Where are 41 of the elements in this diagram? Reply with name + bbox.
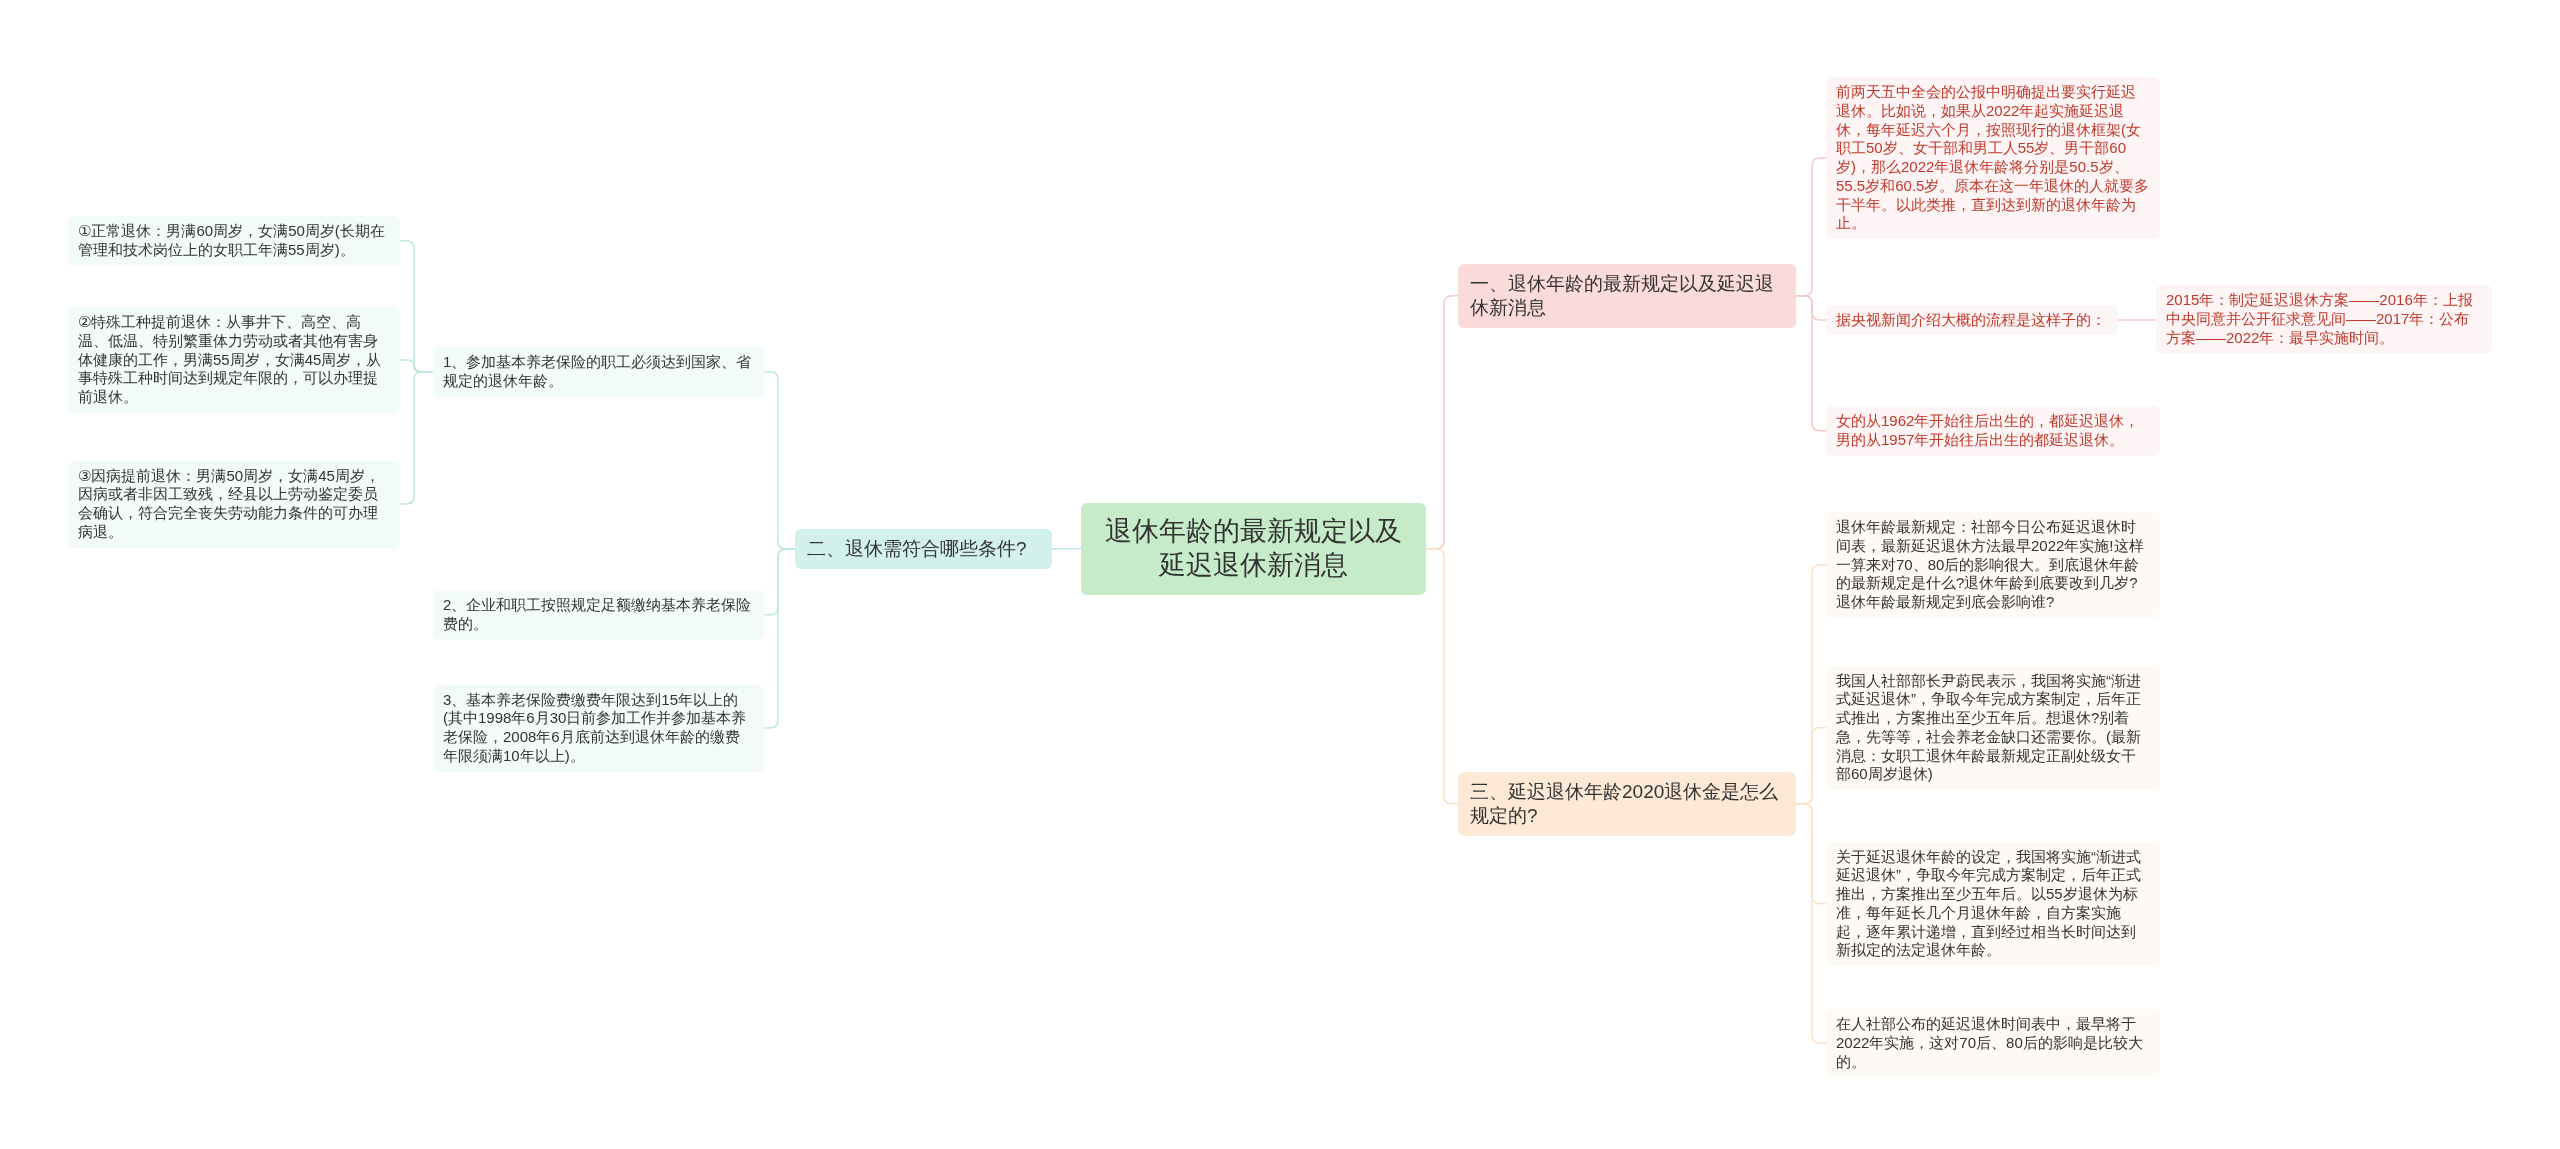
subtopic-text: 关于延迟退休年龄的设定，我国将实施“渐进式延迟退休”，争取今年完成方案制定，后年正式推出，方案推出至少五年后。以55岁退休为标准，每年延长几个月退休年龄，自方案实施起，逐年累计递增，直到经过相当长时间达到新拟定的法定退休年龄。	[1836, 847, 2142, 960]
subtopic-text: 据央视新闻介绍大概的流程是这样子的：	[1836, 310, 2107, 330]
subtopic-box	[1826, 406, 2160, 456]
branch-topic-box	[1458, 264, 1796, 328]
connector-line	[1051, 548, 1082, 550]
subtopic-text: 2、企业和职工按照规定足额缴纳基本养老保险费的。	[443, 596, 753, 634]
subtopic-text: 2015年：制定延迟退休方案——2016年：上报中央同意并公开征求意见间——2017年：公布方案——2022年：最早实施时间。	[2166, 291, 2474, 348]
subtopic-box	[433, 590, 764, 640]
subtopic-box	[1826, 1009, 2160, 1078]
subtopic-box	[433, 347, 764, 397]
subtopic-text: 在人社部公布的延迟退休时间表中，最早将于2022年实施，这对70后、80后的影响是比较大的。	[1836, 1015, 2144, 1072]
subtopic-box	[1826, 304, 2118, 336]
subtopic-text: 1、参加基本养老保险的职工必须达到国家、省规定的退休年龄。	[443, 353, 753, 391]
subtopic-text: ③因病提前退休：男满50周岁，女满45周岁，因病或者非因工致残，经县以上劳动鉴定委员会确认，符合完全丧失劳动能力条件的可办理病退。	[78, 466, 381, 542]
subtopic-box	[1826, 841, 2160, 966]
subtopic-text: 女的从1962年开始往后出生的，都延迟退休，男的从1957年开始往后出生的都延迟退休。	[1836, 412, 2141, 450]
connector-line	[763, 548, 796, 729]
connector-line	[1795, 803, 1827, 1044]
connector-line	[1425, 548, 1459, 805]
branch-topic-text: 一、退休年龄的最新规定以及延迟退休新消息	[1470, 272, 1775, 320]
central-topic-text: 退休年龄的最新规定以及延迟退休新消息	[1104, 515, 1403, 582]
connector-line	[1795, 295, 1827, 432]
branch-topic-text: 三、延迟退休年龄2020退休金是怎么规定的?	[1470, 780, 1780, 828]
branch-topic-text: 二、退休需符合哪些条件?	[807, 537, 1028, 561]
subtopic-box	[68, 216, 400, 266]
subtopic-text: ①正常退休：男满60周岁，女满50周岁(长期在管理和技术岗位上的女职工年满55周岁)。	[78, 222, 386, 260]
subtopic-box	[68, 460, 400, 548]
subtopic-box	[433, 684, 764, 772]
subtopic-box	[2156, 285, 2492, 354]
subtopic-box	[68, 307, 400, 413]
subtopic-text: 退休年龄最新规定：社部今日公布延迟退休时间表，最新延迟退休方法最早2022年实施!这样一算来对70、80后的影响很大。到底退休年龄的最新规定是什么?退休年龄到底要改到几岁?退休年龄最新规定到底会影响谁?	[1836, 518, 2145, 612]
branch-topic-box	[795, 529, 1052, 569]
subtopic-text: 我国人社部部长尹蔚民表示，我国将实施“渐进式延迟退休”，争取今年完成方案制定，后年正式推出，方案推出至少五年后。想退休?别着急，先等等，社会养老金缺口还需要你。(最新消息：女职工退休年龄最新规定正副处级女干部60周岁退休)	[1836, 671, 2142, 784]
subtopic-box	[1826, 512, 2160, 618]
subtopic-text: 前两天五中全会的公报中明确提出要实行延迟退休。比如说，如果从2022年起实施延迟退休，每年延迟六个月，按照现行的退休框架(女职工50岁、女干部和男工人55岁、男干部60岁)，那么2022年退休年龄将分别是50.5岁、55.5岁和60.5岁。原本在这一年退休的人就要多干半年。以此类推，直到达到新的退休年龄为止。	[1836, 83, 2150, 233]
subtopic-box	[1826, 665, 2160, 790]
connector-line	[2117, 319, 2157, 321]
central-topic-box	[1081, 503, 1426, 595]
branch-topic-box	[1458, 772, 1796, 836]
subtopic-text: ②特殊工种提前退休：从事井下、高空、高温、低温、特别繁重体力劳动或者其他有害身体健康的工作，男满55周岁，女满45周岁，从事特殊工种时间达到规定年限的，可以办理提前退休。	[78, 313, 383, 407]
subtopic-text: 3、基本养老保险费缴费年限达到15年以上的(其中1998年6月30日前参加工作并参加基本养老保险，2008年6月底前达到退休年龄的缴费年限须满10年以上)。	[443, 690, 748, 766]
